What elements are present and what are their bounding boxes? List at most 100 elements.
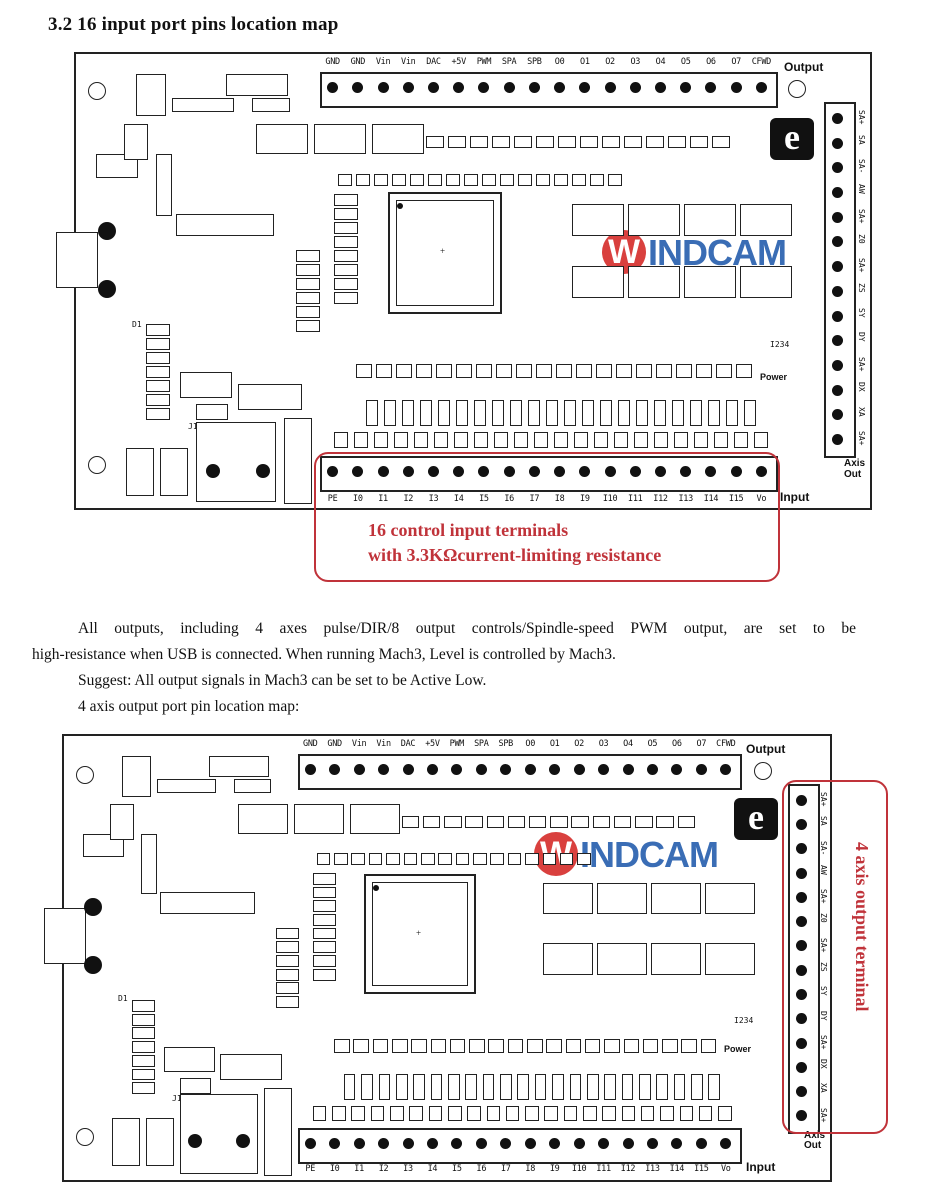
board-component [296, 278, 320, 290]
side-terminal-pin [796, 964, 807, 976]
terminal-pin [598, 1138, 610, 1149]
board-component [536, 364, 552, 378]
terminal-label: I15 [694, 1164, 709, 1174]
mount-hole [88, 456, 106, 474]
board-component [146, 366, 170, 378]
board-component [131, 1013, 155, 1026]
board-component [237, 804, 288, 834]
axis-out-label-2: Out [804, 1140, 822, 1151]
board-component [604, 1039, 620, 1053]
input-label: Input [780, 490, 810, 504]
board-component [131, 1027, 155, 1040]
board-component [516, 364, 532, 378]
terminal-pin [500, 1138, 512, 1149]
board-component [476, 364, 492, 378]
component-area [76, 54, 870, 508]
board-component [428, 1105, 443, 1122]
terminal-pin [453, 82, 465, 93]
board-component [546, 400, 558, 426]
board-component [623, 1039, 640, 1053]
side-terminal-pin [832, 236, 843, 248]
side-terminal-pin [832, 335, 843, 347]
board-component [514, 136, 532, 148]
terminal-label: GND [325, 57, 340, 67]
terminal-label: PWM [449, 739, 465, 749]
board-component [146, 352, 170, 364]
terminal-pin [671, 764, 683, 775]
terminal-label: I13 [645, 1164, 660, 1174]
board-component [500, 174, 514, 186]
side-terminal-pin [832, 211, 843, 223]
page-heading: 3.2 16 input port pins location map [48, 14, 339, 35]
board-component [638, 1074, 651, 1100]
board-component [356, 364, 372, 378]
terminal-pin [579, 82, 591, 93]
board-component [370, 1105, 385, 1122]
board-component [668, 136, 686, 148]
board-component [312, 886, 337, 899]
board-component [334, 208, 358, 220]
side-terminal-pin [832, 137, 843, 149]
terminal-pin [549, 764, 561, 775]
board-component [334, 853, 348, 866]
terminal-pin [695, 1138, 707, 1149]
board-component [312, 872, 337, 885]
axis-out-label-1: Axis [844, 458, 866, 469]
board-component [580, 136, 598, 148]
board-component [316, 853, 331, 866]
side-terminal-pin [796, 843, 807, 855]
terminal-label: +5V [425, 739, 440, 749]
board-component [420, 853, 435, 866]
usb-dot [98, 222, 116, 240]
terminal-label: I12 [620, 1164, 636, 1174]
callout-axis-text: 4 axis output terminal [852, 842, 872, 1012]
rj-dot [256, 464, 270, 478]
terminal-label: Vin [375, 57, 391, 67]
board-component [414, 432, 428, 448]
board-component [146, 324, 170, 336]
terminal-pin [655, 82, 666, 93]
terminal-label: I2 [403, 494, 414, 504]
board-component [514, 432, 528, 448]
board-component [312, 1105, 327, 1122]
side-terminal-pin [832, 162, 843, 174]
terminal-label: I14 [669, 1164, 685, 1174]
board-component [447, 1105, 462, 1122]
code-label: I234 [770, 340, 790, 349]
board-component [179, 1078, 211, 1094]
callout-inputs-line1: 16 control input terminals [368, 520, 569, 540]
board-component [465, 816, 483, 828]
board-component [572, 266, 624, 298]
board-component [469, 1039, 485, 1053]
header-block [220, 1054, 282, 1080]
board-component [712, 136, 730, 148]
terminal-label: I0 [353, 494, 363, 504]
terminal-label: SPB [498, 739, 514, 749]
terminal-pin [629, 466, 641, 477]
board-component [447, 1074, 460, 1100]
board-component [351, 1105, 366, 1122]
board-component [672, 400, 684, 426]
board-component [542, 853, 557, 866]
terminal-label: I11 [596, 1164, 611, 1174]
terminal-label: GND [350, 57, 366, 67]
board-component [608, 174, 622, 186]
board-component [734, 432, 748, 448]
terminal-pin [579, 466, 591, 477]
board-component [372, 1039, 389, 1053]
terminal-pin [478, 82, 490, 93]
board-component [121, 755, 151, 797]
usb-dot [84, 898, 102, 916]
board-component [233, 779, 271, 793]
rj-connector [196, 422, 276, 502]
board-component [577, 853, 591, 866]
board-component [518, 174, 532, 186]
board-component [488, 1039, 504, 1053]
mount-hole [76, 766, 94, 784]
terminal-label: O0 [525, 739, 536, 749]
board-component [156, 779, 217, 793]
board-component [334, 222, 358, 234]
board-component [334, 292, 358, 304]
board-component [525, 1105, 539, 1122]
board-component [454, 432, 468, 448]
